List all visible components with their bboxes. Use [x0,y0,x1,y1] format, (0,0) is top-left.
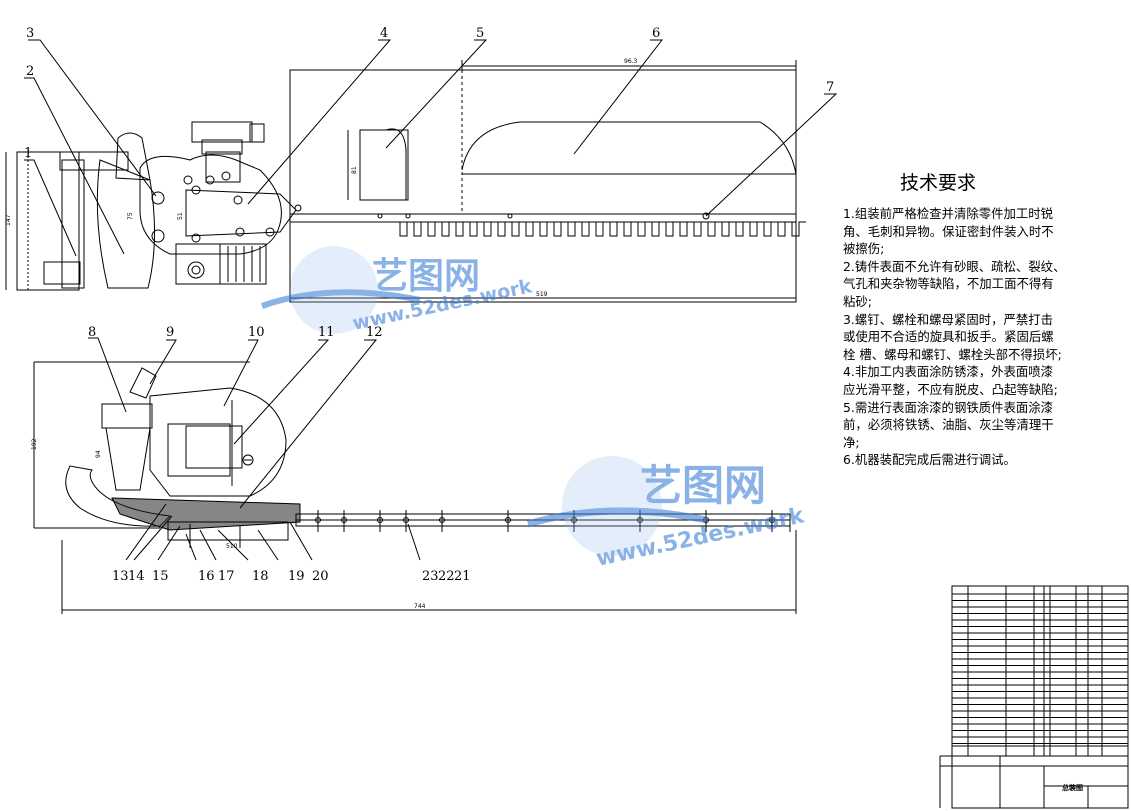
callout-1: 1 [24,146,32,161]
callout-2: 2 [26,64,34,79]
technical-requirements-title: 技术要求 [899,172,976,194]
requirement-2: 2.铸件表面不允许有砂眼、疏松、裂纹、 气孔和夹杂物等缺陷，不加工面不得有 粘砂… [843,258,1066,309]
callout-8: 8 [88,325,96,340]
watermark-brand-2: 艺图网 [640,461,766,510]
callout-15: 15 [152,569,169,584]
callout-4: 4 [380,26,388,41]
callout-22: 22 [438,569,455,584]
top-view [16,69,806,303]
callout-23: 23 [422,569,439,584]
callout-11: 11 [318,325,335,340]
drawing-name: 总装图 [1062,783,1083,792]
callout-19: 19 [288,569,305,584]
callout-14: 14 [128,569,145,584]
requirement-5: 5.需进行表面涂漆的钢铁质件表面涂漆 前，必须将铁锈、油脂、灰尘等清理干 净; [843,399,1054,450]
side-view [33,361,797,614]
callout-5: 5 [476,26,484,41]
callout-6: 6 [652,26,660,41]
dim-side-height: 192 [31,438,38,450]
leader-lines [24,39,838,561]
callout-3: 3 [26,26,34,41]
title-block [939,585,1129,809]
dim-overall-length: 744 [414,603,426,610]
callout-10: 10 [248,325,265,340]
dim-mid-height: 81 [351,166,358,174]
callout-numbers-top: 3 2 1 4 5 6 7 [24,26,834,161]
callout-12: 12 [366,325,383,340]
requirement-4: 4.非加工内表面涂防锈漆，外表面喷漆 应光滑平整，不应有脱皮、凸起等缺陷; [843,364,1058,397]
watermark: 艺图网 www.52des.work 艺图网 www.52des.work [261,246,808,572]
dim-top-width: 510 [226,543,238,550]
watermark-globe-icon [261,246,707,556]
dim-left-height: 147 [5,214,12,226]
callout-numbers-bottom: 8 9 10 11 12 13 14 15 16 17 18 19 20 23 … [88,325,471,584]
dimension-labels: 96.3 519 147 81 75 51 192 94 510 744 [5,58,638,610]
callout-17: 17 [218,569,235,584]
requirement-6: 6.机器装配完成后需进行调试。 [843,452,1016,468]
callout-16: 16 [198,569,215,584]
dim-top-length: 96.3 [624,58,638,65]
dim-small-b: 51 [177,212,184,220]
callout-7: 7 [826,80,834,95]
callout-13: 13 [112,569,129,584]
technical-requirements: 技术要求 1.组装前严格检查并清除零件加工时锐 角、毛刺和异物。保证密封件装入时… [843,168,1103,469]
dim-side-inner: 94 [95,450,102,458]
dim-small-a: 75 [127,212,134,220]
requirement-3: 3.螺钉、螺栓和螺母紧固时，严禁打击 或使用不合适的旋具和扳手。紧固后螺 栓 槽… [843,311,1062,362]
requirement-1: 1.组装前严格检查并清除零件加工时锐 角、毛刺和异物。保证密封件装入时不 被擦伤… [843,206,1054,257]
watermark-brand-1: 艺图网 [372,256,480,297]
dim-blade-width: 519 [536,291,548,298]
callout-20: 20 [312,569,329,584]
callout-9: 9 [166,325,174,340]
callout-21: 21 [454,569,471,584]
callout-18: 18 [252,569,269,584]
